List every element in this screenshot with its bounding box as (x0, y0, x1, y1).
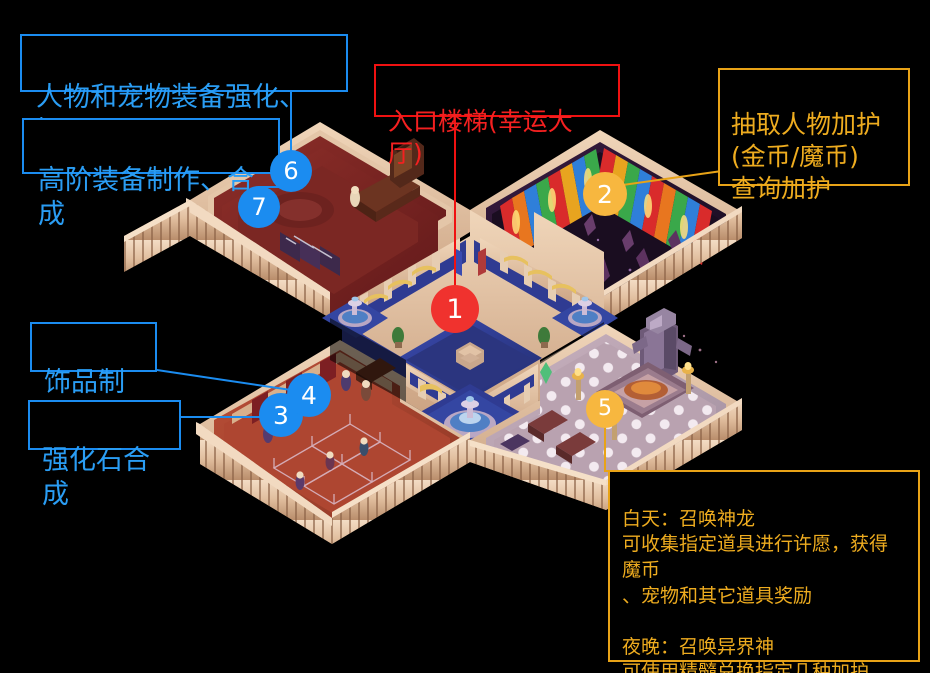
map-marker-5[interactable]: 5 (586, 390, 624, 428)
callout-entrance-stairs-text: 入口楼梯(幸运大厅) (388, 107, 573, 168)
callout-advanced-equipment-craft-text: 高阶装备制作、合成 (38, 164, 254, 231)
map-marker-4-label: 4 (301, 380, 317, 410)
map-marker-2-label: 2 (597, 179, 613, 209)
map-marker-7[interactable]: 7 (238, 186, 280, 228)
callout-accessory-craft[interactable]: 饰品制作 (30, 322, 157, 432)
callout-equipment-enhance[interactable]: 人物和宠物装备强化、提取 (20, 34, 348, 147)
connector-dragon-summon-horizontal (604, 470, 610, 472)
connector-advanced-equipment (258, 186, 280, 188)
callout-draw-blessing-text: 抽取人物加护 (金币/魔币) 查询加护 (731, 110, 882, 203)
callout-enhance-stone-synth[interactable]: 强化石合成 (28, 400, 181, 510)
connector-dragon-summon-vertical (604, 420, 606, 472)
map-marker-1[interactable]: 1 (431, 285, 479, 333)
connector-equipment-enhance (290, 92, 292, 170)
callout-entrance-stairs[interactable]: 入口楼梯(幸运大厅) (374, 64, 620, 168)
map-marker-6-label: 6 (283, 157, 299, 185)
callout-dragon-summon-text: 白天：召唤神龙 可收集指定道具进行许愿，获得魔币 、宠物和其它道具奖励 夜晚：召… (622, 507, 889, 673)
map-marker-4[interactable]: 4 (287, 373, 331, 417)
map-marker-3-label: 3 (273, 400, 289, 430)
fountain-center (444, 396, 496, 438)
connector-enhance-stone (181, 416, 281, 418)
map-marker-2[interactable]: 2 (583, 172, 627, 216)
connector-entrance-stairs (454, 117, 456, 309)
map-marker-7-label: 7 (251, 193, 267, 221)
map-marker-6[interactable]: 6 (270, 150, 312, 192)
map-marker-3[interactable]: 3 (259, 393, 303, 437)
map-marker-1-label: 1 (446, 293, 464, 325)
callout-advanced-equipment-craft[interactable]: 高阶装备制作、合成 (22, 118, 280, 230)
callout-draw-blessing[interactable]: 抽取人物加护 (金币/魔币) 查询加护 (718, 68, 910, 203)
callout-enhance-stone-synth-text: 强化石合成 (42, 444, 150, 511)
fountain-east (552, 296, 618, 338)
callout-dragon-summon[interactable]: 白天：召唤神龙 可收集指定道具进行许愿，获得魔币 、宠物和其它道具奖励 夜晚：召… (608, 470, 920, 673)
map-marker-5-label: 5 (598, 396, 612, 421)
fountain-west (322, 296, 388, 338)
